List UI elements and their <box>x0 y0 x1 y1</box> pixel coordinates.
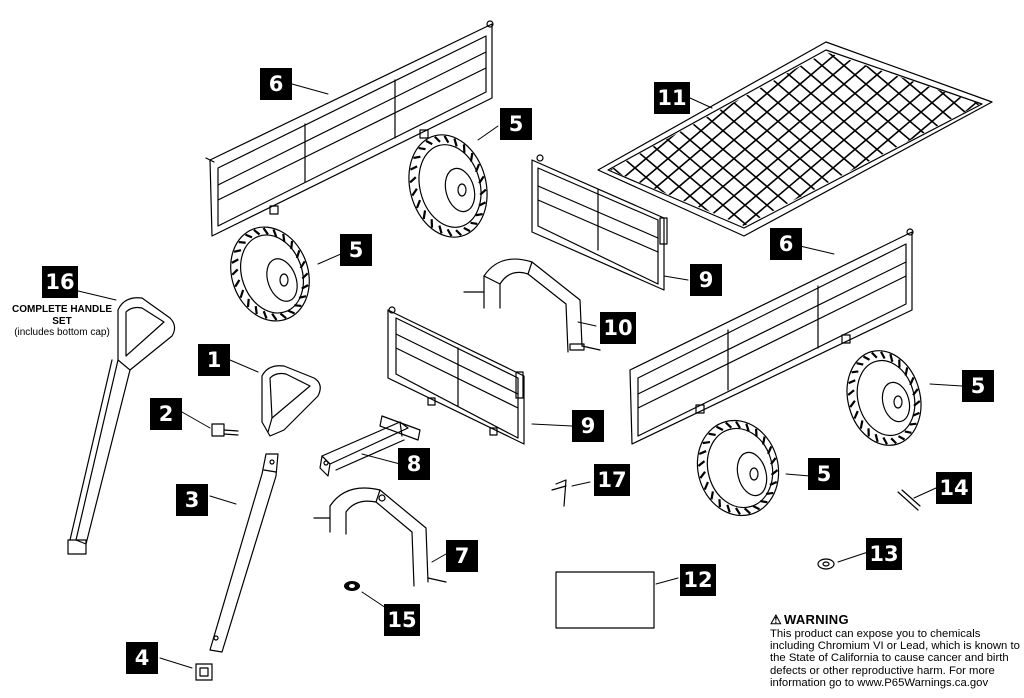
callout-16: 16 <box>42 266 78 298</box>
side-rail-top-left <box>205 20 494 237</box>
washer <box>817 558 835 570</box>
mesh-floor <box>597 41 993 237</box>
warning-triangle-icon: ⚠ <box>770 612 782 627</box>
callout-2: 2 <box>150 398 182 430</box>
callout-5-left: 5 <box>340 234 372 266</box>
prop65-warning: ⚠WARNING This product can expose you to … <box>770 612 1020 689</box>
axle-arch-lower <box>313 487 447 587</box>
callout-14: 14 <box>936 472 972 504</box>
handle-grip <box>261 365 321 437</box>
label-sheet <box>555 571 655 629</box>
handle-set-subtitle: (includes bottom cap) <box>14 327 110 338</box>
frame-bracket <box>319 415 421 477</box>
axle-arch-upper <box>463 258 601 353</box>
callout-6-right: 6 <box>770 228 802 260</box>
callout-7: 7 <box>446 540 478 572</box>
callout-6-top: 6 <box>260 68 292 100</box>
callout-13: 13 <box>866 538 902 570</box>
callout-5-top: 5 <box>500 108 532 140</box>
side-rail-right <box>629 228 914 445</box>
end-gate-lower <box>387 306 525 445</box>
warning-heading: ⚠WARNING <box>770 612 1020 628</box>
callout-5-right-lower: 5 <box>808 458 840 490</box>
end-gate-upper <box>531 154 668 291</box>
wheel-right-upper <box>846 350 922 446</box>
bottom-cap <box>195 663 213 681</box>
handle-set-caption: COMPLETE HANDLE SET (includes bottom cap… <box>6 304 118 339</box>
callout-5-right-upper: 5 <box>962 370 994 402</box>
callout-1: 1 <box>198 344 230 376</box>
clip-pin <box>551 479 567 507</box>
callout-9-upper: 9 <box>690 264 722 296</box>
callout-9-lower: 9 <box>572 410 604 442</box>
warning-body: This product can expose you to chemicals… <box>770 628 1020 689</box>
callout-10: 10 <box>600 312 636 344</box>
complete-handle-set <box>67 297 176 555</box>
callout-4: 4 <box>126 642 158 674</box>
callout-12: 12 <box>680 564 716 596</box>
bolt <box>211 423 239 437</box>
callout-3: 3 <box>176 484 208 516</box>
wheel-top <box>408 134 488 238</box>
callout-15: 15 <box>384 604 420 636</box>
handle-set-title: COMPLETE HANDLE SET <box>12 304 112 327</box>
callout-11: 11 <box>654 82 690 114</box>
callout-17: 17 <box>594 464 630 496</box>
washer-15 <box>344 581 360 591</box>
callout-8: 8 <box>398 448 430 480</box>
handle-tube <box>209 453 279 653</box>
leader-lines <box>73 83 963 669</box>
wheel-left <box>230 226 310 322</box>
cotter-pin <box>897 489 921 511</box>
wheel-right-lower <box>696 419 780 517</box>
warning-title: WARNING <box>783 612 849 627</box>
mesh-pattern <box>610 52 980 226</box>
